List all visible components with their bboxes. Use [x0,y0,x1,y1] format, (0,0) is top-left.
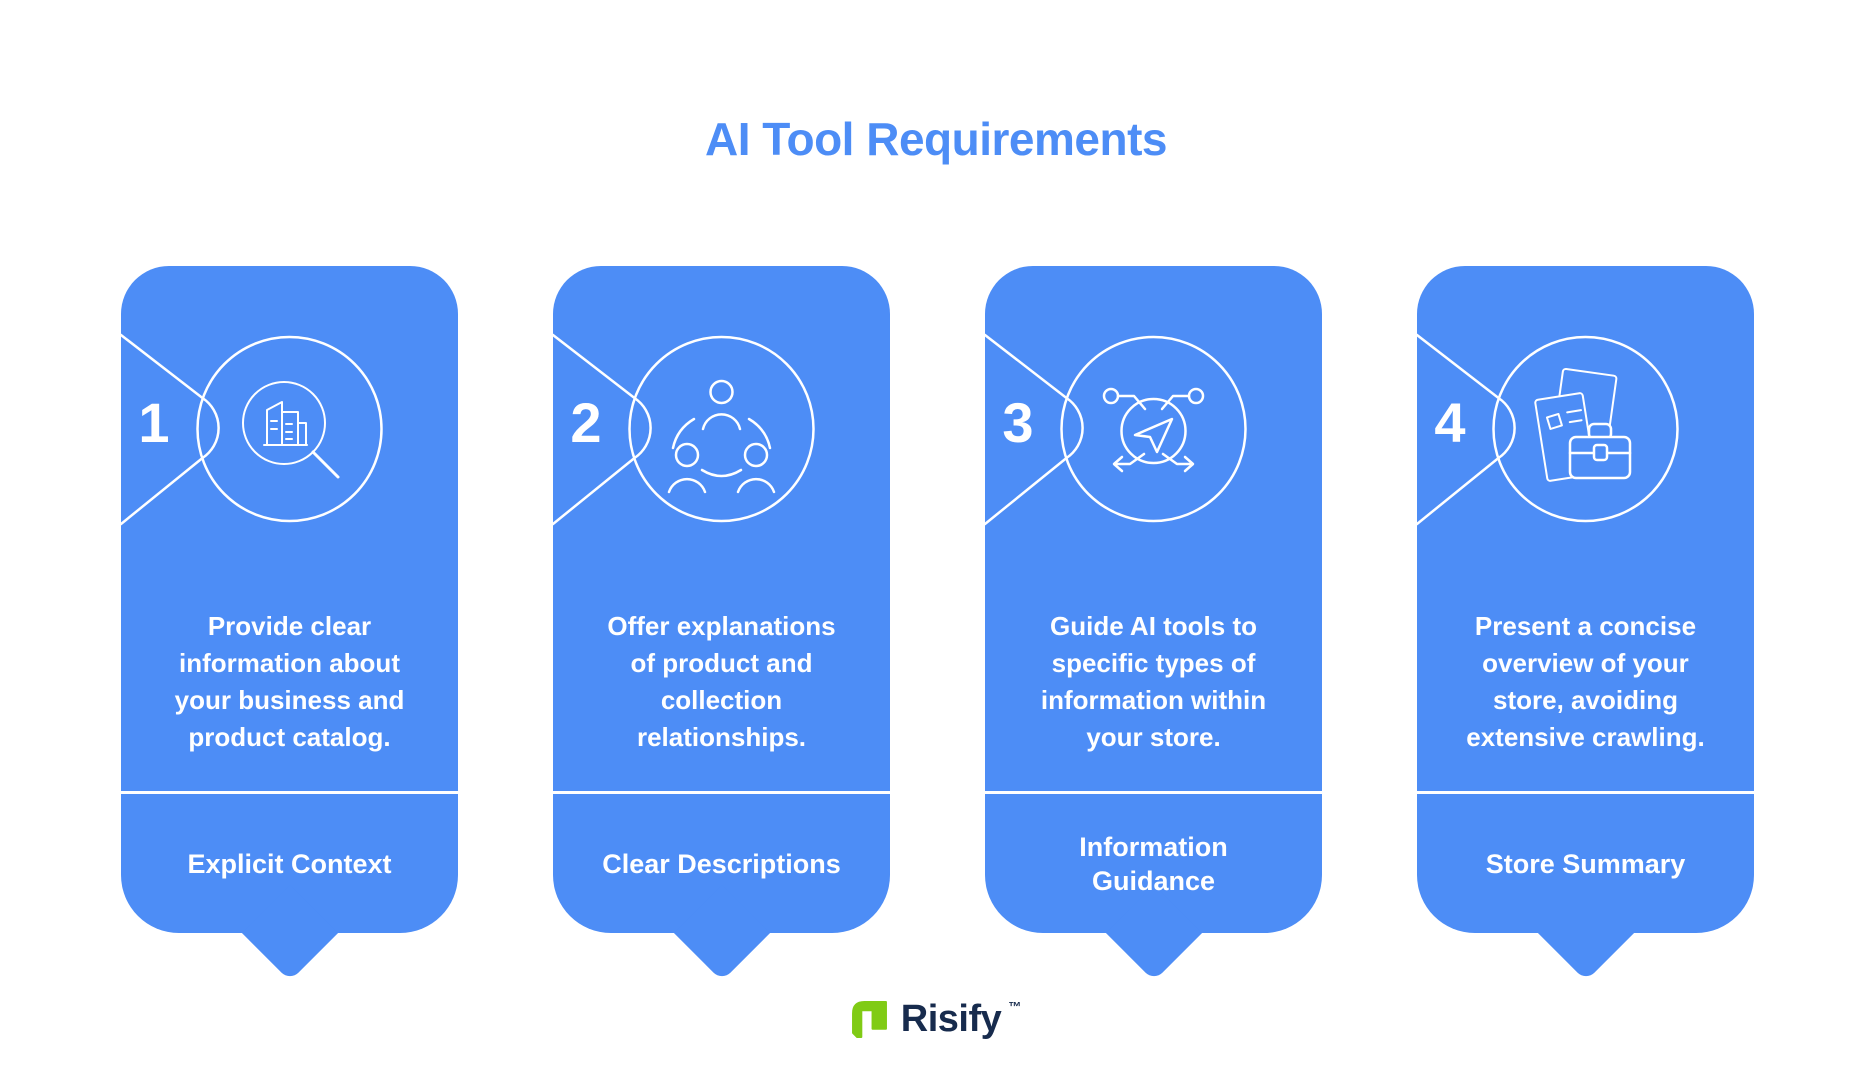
card-artwork [985,333,1247,526]
card-divider [553,791,890,794]
step-number: 3 [1002,391,1034,454]
step-label: Clear Descriptions [602,848,841,879]
brand-logo: Risify ™ [0,993,1872,1045]
step-description: Provide clear information about your bus… [174,611,405,752]
step-card-4: 4 Present a concise overview of your sto… [1417,266,1754,982]
card-divider [1417,791,1754,794]
card-divider [121,791,458,794]
step-label: Store Summary [1485,848,1686,879]
documents-briefcase-icon [1534,367,1632,482]
page-title: AI Tool Requirements [705,113,1167,165]
step-description: Guide AI tools to specific types of info… [1040,611,1267,752]
trademark-symbol: ™ [1008,999,1022,1014]
icon-ring [1060,335,1247,523]
step-label: Information Guidance [1079,831,1228,896]
step-card-2: 2 Offer explanations of product and coll… [553,266,890,982]
number-notch [553,333,652,526]
number-notch [985,333,1084,526]
step-number: 1 [138,391,170,454]
risify-logo-icon [851,1001,887,1038]
icon-ring [628,335,815,523]
card-artwork [553,333,815,526]
step-label: Explicit Context [187,848,392,879]
team-network-icon [667,379,776,494]
card-artwork [1417,333,1679,526]
step-description: Offer explanations of product and collec… [607,611,836,752]
guided-navigation-icon [1102,387,1205,473]
step-number: 4 [1434,391,1466,454]
brand-name: Risify [900,997,1002,1040]
search-business-icon [242,381,340,479]
number-notch [1417,333,1516,526]
step-description: Present a concise overview of your store… [1466,611,1705,752]
card-divider [985,791,1322,794]
card-artwork [121,333,383,526]
step-card-3: 3 Guide AI tools to specific types of in… [985,266,1322,982]
icon-ring [1492,335,1679,523]
step-card-1: 1 Provide clear information about your b… [121,266,458,982]
icon-ring [196,335,383,523]
step-number: 2 [570,391,602,454]
number-notch [121,333,220,526]
